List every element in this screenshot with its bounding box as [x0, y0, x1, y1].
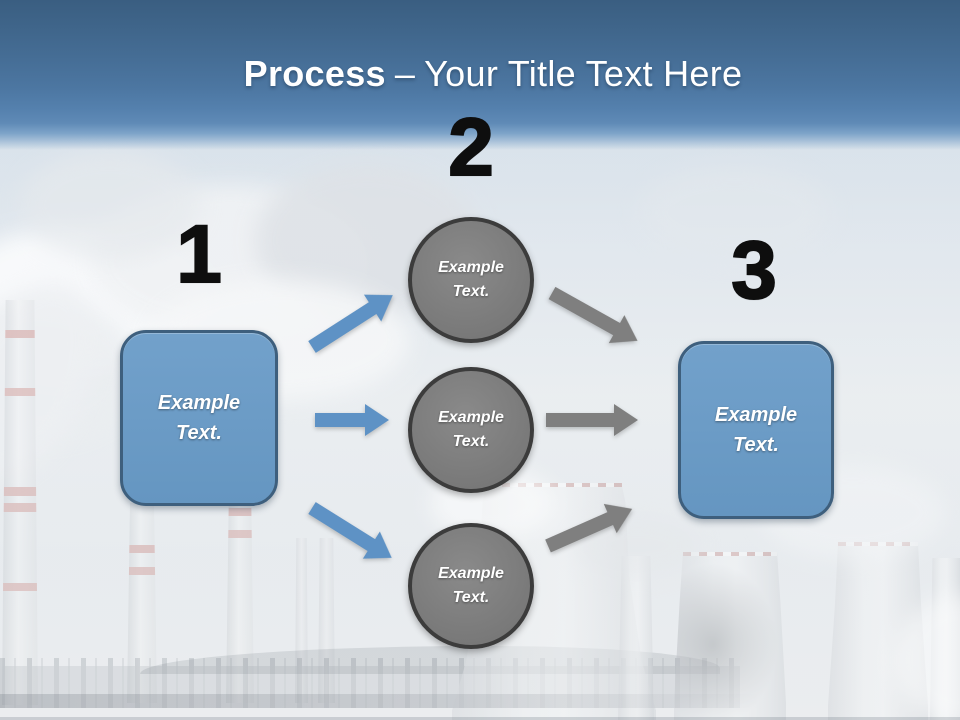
slide-title-separator: –	[394, 53, 416, 94]
smokestack-shape	[226, 498, 254, 703]
arrow-middle-circle-to-end	[546, 404, 638, 436]
arrow-bottom-circle-to-end	[545, 503, 633, 553]
smokestack-shape	[127, 503, 157, 703]
step-number-3: 3	[730, 225, 778, 316]
ground-strip	[0, 694, 760, 708]
step2-circle-middle-label: Example Text.	[438, 409, 504, 450]
cooling-tower-rim	[486, 483, 622, 487]
smokestack-shape	[2, 300, 38, 705]
arrow-top-circle-to-end	[548, 286, 638, 344]
cooling-tower-shape	[674, 552, 786, 720]
title-bar: Process–Your Title Text Here	[0, 0, 960, 150]
cooling-tower-rim	[683, 552, 777, 556]
step-number-2: 2	[447, 102, 495, 193]
step2-circle-bottom-label: Example Text.	[438, 565, 504, 606]
step1-box: Example Text.	[120, 330, 278, 506]
arrow-start-to-bottom-circle	[308, 502, 392, 559]
step3-label: Example Text.	[714, 404, 798, 456]
step2-circle-top: Example Text.	[408, 217, 534, 343]
step2-circle-top-label: Example Text.	[438, 259, 504, 300]
cooling-tower-shape	[618, 556, 654, 720]
smokestack-shape	[318, 538, 335, 703]
arrow-start-to-top-circle	[308, 294, 393, 353]
smokestack-shape	[295, 538, 308, 703]
slide-title-keyword: Process	[243, 53, 386, 94]
step2-circle-bottom: Example Text.	[408, 523, 534, 649]
slide-title: Process–Your Title Text Here	[13, 53, 960, 95]
step3-box: Example Text.	[678, 341, 834, 519]
step1-label: Example Text.	[157, 392, 241, 444]
slide-bottom-edge	[0, 717, 960, 720]
step2-circle-middle: Example Text.	[408, 367, 534, 493]
cloud-shape	[20, 150, 200, 260]
arrow-start-to-middle-circle	[315, 404, 389, 436]
step-number-1: 1	[175, 209, 223, 300]
haze-shape	[640, 165, 830, 260]
slide-title-text: Your Title Text Here	[424, 53, 743, 94]
